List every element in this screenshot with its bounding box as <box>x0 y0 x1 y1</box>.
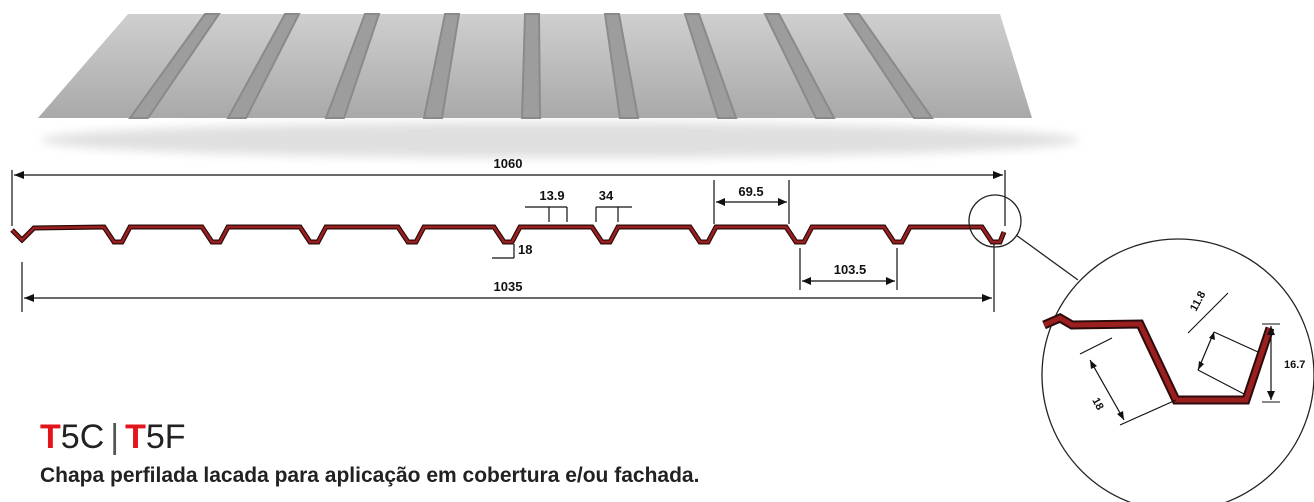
sheet-rib <box>128 13 221 119</box>
label-rib-depth: 18 <box>518 242 532 257</box>
label-rib-pitch-large: 103.5 <box>834 262 867 277</box>
title-model-2: 5F <box>145 418 186 456</box>
sheet-rib <box>763 13 836 119</box>
detail-label-height: 16.7 <box>1284 359 1305 371</box>
title-t2: T <box>125 418 146 456</box>
title-separator: | <box>110 418 120 456</box>
dimension-rib-pitch: 69.5 <box>713 180 790 224</box>
sheet-rib <box>226 13 301 119</box>
profile-section <box>10 224 1007 245</box>
sheet-rib <box>843 13 934 119</box>
detail-callout: 18 11.8 16.7 <box>968 194 1314 502</box>
sheet-rib <box>324 13 381 119</box>
dimension-rib-spacing: 34 <box>595 188 632 222</box>
label-useful-width: 1035 <box>494 279 523 294</box>
product-description: Chapa perfilada lacada para aplicação em… <box>40 464 700 487</box>
label-rib-pitch: 69.5 <box>738 184 763 199</box>
detail-dim-slant: 18 <box>1079 337 1177 426</box>
label-rib-spacing: 34 <box>599 188 614 203</box>
dimension-total-width: 1060 <box>11 156 1006 226</box>
detail-label-slant: 18 <box>1089 396 1105 412</box>
dimension-useful-width: 1035 <box>21 244 995 312</box>
dimension-rib-pitch-large: 103.5 <box>799 248 898 290</box>
title-model-1: 5C <box>60 418 105 456</box>
detail-dim-height: 16.7 <box>1262 323 1305 403</box>
sheet-rib <box>520 13 542 119</box>
sheet-illustration <box>38 13 1080 158</box>
sheet-rib <box>603 13 640 119</box>
label-total-width: 1060 <box>494 156 523 171</box>
title-t1: T <box>40 418 61 456</box>
product-title: T5C|T5F <box>40 418 186 457</box>
dimension-rib-depth: 18 <box>492 242 532 259</box>
label-rib-top: 13.9 <box>539 188 564 203</box>
sheet-rib <box>422 13 461 119</box>
sheet-rib <box>683 13 738 119</box>
dimension-rib-top: 13.9 <box>525 188 568 222</box>
